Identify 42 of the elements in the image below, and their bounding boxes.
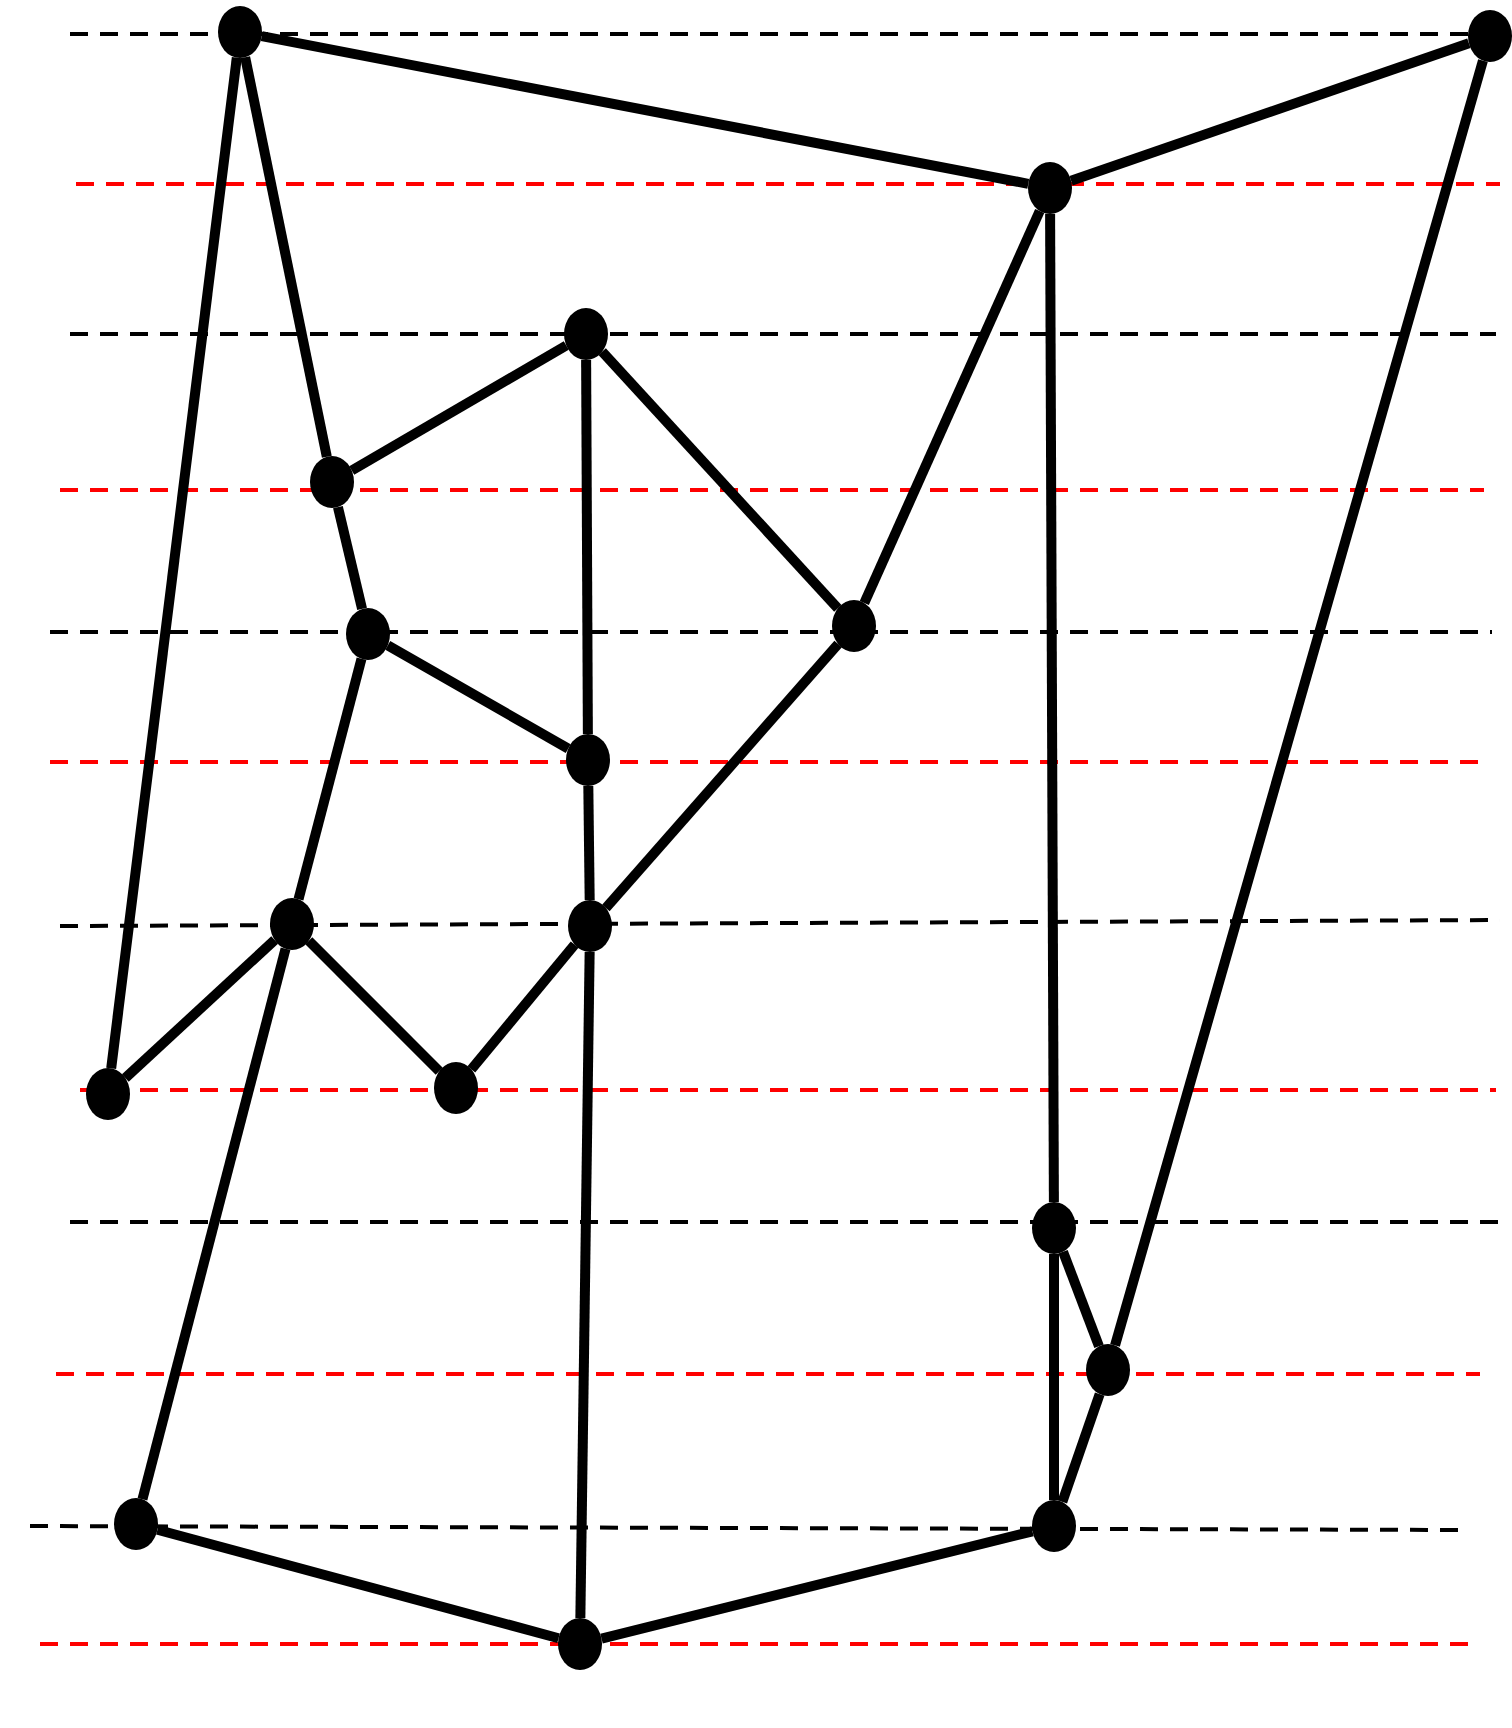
graph-vertex bbox=[1468, 10, 1512, 62]
graph-vertex bbox=[832, 600, 876, 652]
graph-edge bbox=[1110, 59, 1488, 1347]
graph-vertex bbox=[218, 6, 262, 58]
graph-edge bbox=[859, 208, 1045, 606]
graph-vertex bbox=[86, 1068, 130, 1120]
graph-edge bbox=[385, 641, 571, 753]
graph-edge bbox=[583, 785, 595, 901]
graph-vertex bbox=[566, 734, 610, 786]
graph-vertex bbox=[1032, 1202, 1076, 1254]
graph-edge bbox=[581, 359, 593, 735]
graph-edge bbox=[349, 341, 569, 475]
graph-vertex bbox=[558, 1618, 602, 1670]
graph-edge bbox=[156, 1524, 560, 1644]
graph-vertex bbox=[564, 308, 608, 360]
graph-vertex bbox=[1028, 162, 1072, 214]
graph-vertex bbox=[1086, 1344, 1130, 1396]
graph-edge bbox=[467, 941, 579, 1073]
graph-vertex bbox=[1032, 1500, 1076, 1552]
graph-vertex bbox=[270, 898, 314, 950]
graph-edge bbox=[260, 31, 1030, 189]
graph-edge bbox=[575, 951, 595, 1619]
graph-edge bbox=[137, 947, 291, 1501]
graph-vertex bbox=[346, 608, 390, 660]
graph-edge bbox=[293, 657, 367, 901]
graph-vertex bbox=[434, 1062, 478, 1114]
graph-vertex bbox=[310, 456, 354, 508]
graph-edge bbox=[602, 640, 842, 912]
graph-vertex bbox=[114, 1498, 158, 1550]
graph-edge bbox=[1049, 1254, 1059, 1500]
graph-edge bbox=[600, 1526, 1034, 1644]
graph-edge bbox=[1058, 1249, 1104, 1349]
graph-edge bbox=[333, 505, 367, 611]
graph-edge bbox=[240, 56, 332, 458]
graph-edge bbox=[305, 937, 443, 1075]
graph-edge bbox=[1057, 1392, 1105, 1504]
graph-edge bbox=[121, 936, 279, 1082]
graph-edge bbox=[598, 348, 842, 612]
graph-edge bbox=[106, 57, 242, 1069]
graph-edge bbox=[1069, 38, 1471, 186]
graph-vertex bbox=[568, 900, 612, 952]
graph-edge bbox=[1045, 214, 1059, 1202]
